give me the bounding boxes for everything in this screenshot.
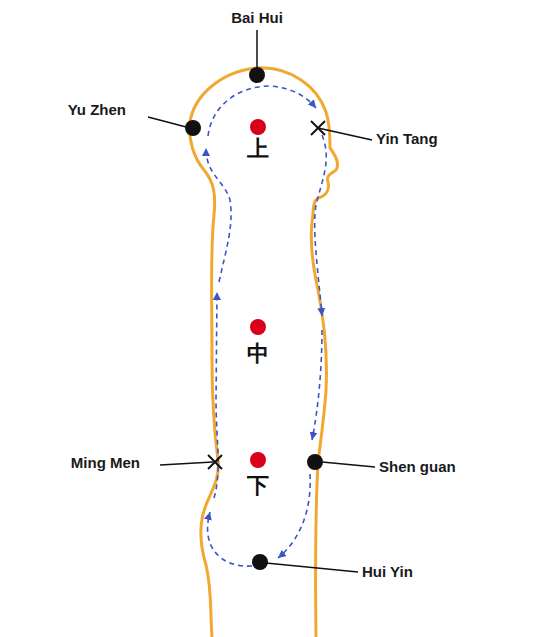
point-label: Bai Hui (207, 9, 307, 27)
body-outline (190, 68, 338, 637)
point-label: Hui Yin (362, 563, 482, 581)
dantian-label: 下 (238, 474, 278, 498)
qi-flow-loop (206, 86, 326, 566)
point-label: Yu Zhen (20, 101, 126, 119)
acupoint-crosses (208, 121, 325, 469)
point-label: Ming Men (20, 454, 140, 472)
point-label: Shen guan (379, 458, 509, 476)
dantian-dots (250, 119, 266, 468)
dantian-label: 中 (238, 342, 278, 366)
point-label: Yin Tang (376, 130, 496, 148)
acupoint-dots (185, 67, 323, 570)
leader-lines (148, 30, 375, 572)
dantian-label: 上 (238, 137, 278, 161)
